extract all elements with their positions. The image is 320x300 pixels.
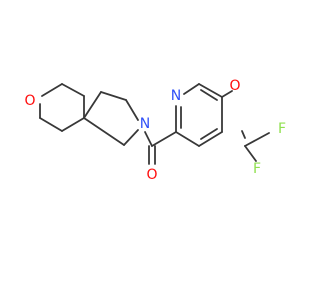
- bond-py-n1-c6: [183, 83, 200, 95]
- fluorine-bottom-label: F: [253, 161, 261, 177]
- bond-n-c7: [123, 129, 139, 146]
- bond-py-c3-c2: [175, 131, 200, 147]
- pyridine-nitrogen-label: N: [171, 88, 181, 104]
- fluorine-top-label: F: [278, 121, 286, 137]
- bond-py-c6-c5: [198, 83, 223, 98]
- ether-oxygen-label: O: [229, 78, 240, 94]
- bond-ether-oxygen-cf2: [241, 130, 246, 139]
- bond-c1-c2: [61, 83, 85, 97]
- molecule-canvas: O N O N O F F: [24, 78, 287, 183]
- bond-py-inner-2: [200, 89, 218, 101]
- bond-spiro-c5: [83, 91, 102, 119]
- bond-n-carbonyl: [144, 131, 153, 147]
- bond-cf2-upper-f: [244, 132, 270, 147]
- bond-py-ether-oxygen: [221, 90, 233, 98]
- bond-cf2-lower-f: [244, 145, 257, 162]
- bond-c6-n: [125, 99, 139, 121]
- amide-nitrogen-label: N: [140, 116, 150, 132]
- bond-o1-c1: [41, 83, 63, 97]
- bond-c5-c6: [100, 91, 127, 101]
- ring-oxygen-label: O: [24, 93, 35, 109]
- bond-py-inner-3: [200, 128, 218, 140]
- molecule-structure: O N O N O F F: [24, 78, 286, 183]
- bond-spiro-c3: [61, 117, 85, 132]
- bond-carbonyl-pyridine: [151, 131, 177, 147]
- carbonyl-oxygen-label: O: [146, 167, 157, 183]
- bond-c3-c4: [39, 117, 63, 132]
- bond-py-c4-c3: [198, 131, 223, 147]
- bond-c7-spiro: [83, 117, 125, 146]
